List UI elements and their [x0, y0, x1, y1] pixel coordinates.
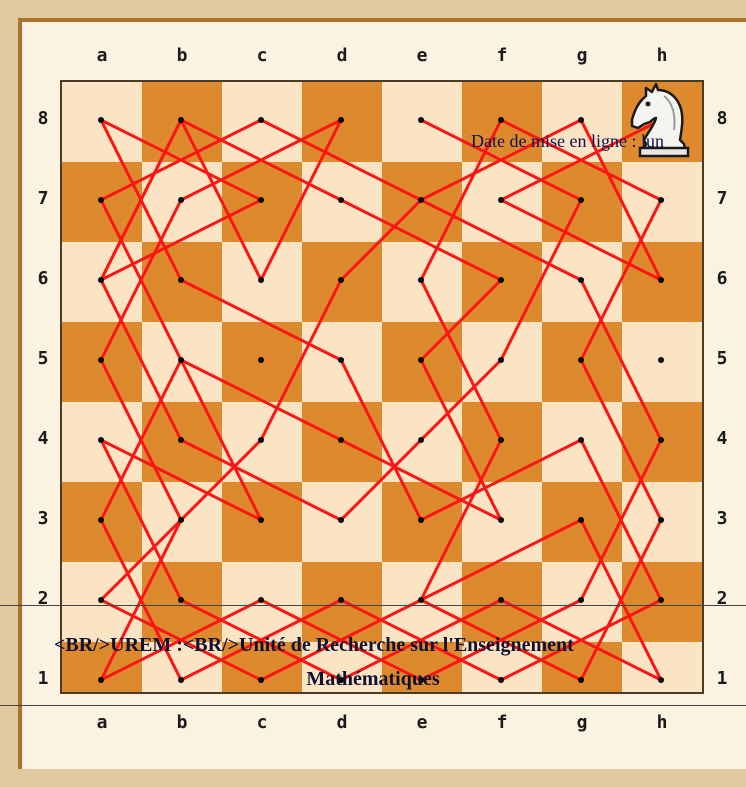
square-dot-a4	[98, 437, 104, 443]
square-dot-d4	[338, 437, 344, 443]
square-dot-e8	[418, 117, 424, 123]
square-dot-h5	[658, 357, 664, 363]
square-dot-c6	[258, 277, 264, 283]
knight-tour-diagram	[62, 82, 702, 692]
square-dot-f5	[498, 357, 504, 363]
square-dot-d2	[338, 597, 344, 603]
file-label-bottom-h: h	[652, 713, 672, 733]
square-dot-f7	[498, 197, 504, 203]
square-dot-f3	[498, 517, 504, 523]
rank-label-right-6: 6	[712, 269, 732, 289]
square-dot-g2	[578, 597, 584, 603]
square-dot-a8	[98, 117, 104, 123]
square-dot-g4	[578, 437, 584, 443]
square-dot-d6	[338, 277, 344, 283]
square-dot-e2	[418, 597, 424, 603]
rank-label-right-3: 3	[712, 509, 732, 529]
file-label-top-b: b	[172, 46, 192, 66]
square-dot-e3	[418, 517, 424, 523]
rank-label-right-1: 1	[712, 669, 732, 689]
square-dot-f4	[498, 437, 504, 443]
file-label-top-g: g	[572, 46, 592, 66]
square-dot-d8	[338, 117, 344, 123]
square-dot-d5	[338, 357, 344, 363]
square-dot-g8	[578, 117, 584, 123]
square-dot-b4	[178, 437, 184, 443]
square-dot-b7	[178, 197, 184, 203]
square-dot-a3	[98, 517, 104, 523]
square-dot-d3	[338, 517, 344, 523]
file-label-bottom-g: g	[572, 713, 592, 733]
publication-date-text: Date de mise en ligne : lun	[471, 131, 664, 151]
square-dot-b2	[178, 597, 184, 603]
square-dot-a2	[98, 597, 104, 603]
divider-line	[0, 605, 746, 606]
file-label-top-h: h	[652, 46, 672, 66]
rank-label-right-2: 2	[712, 589, 732, 609]
square-dot-c8	[258, 117, 264, 123]
rank-label-left-1: 1	[33, 669, 53, 689]
square-dot-h7	[658, 197, 664, 203]
square-dot-e6	[418, 277, 424, 283]
file-label-top-d: d	[332, 46, 352, 66]
square-dot-f2	[498, 597, 504, 603]
square-dot-b3	[178, 517, 184, 523]
file-label-bottom-a: a	[92, 713, 112, 733]
rank-label-left-6: 6	[33, 269, 53, 289]
square-dot-a5	[98, 357, 104, 363]
square-dot-b5	[178, 357, 184, 363]
square-dot-b6	[178, 277, 184, 283]
file-label-bottom-c: c	[252, 713, 272, 733]
rank-label-left-4: 4	[33, 429, 53, 449]
square-dot-h2	[658, 597, 664, 603]
rank-label-right-4: 4	[712, 429, 732, 449]
divider-line	[0, 705, 746, 706]
credit-subtitle: Mathématiques	[0, 668, 746, 690]
rank-label-left-2: 2	[33, 589, 53, 609]
square-dot-b8	[178, 117, 184, 123]
rank-label-left-3: 3	[33, 509, 53, 529]
file-label-top-a: a	[92, 46, 112, 66]
file-label-top-f: f	[492, 46, 512, 66]
square-dot-h4	[658, 437, 664, 443]
square-dot-h6	[658, 277, 664, 283]
file-label-top-c: c	[252, 46, 272, 66]
rank-label-right-5: 5	[712, 349, 732, 369]
square-dot-a6	[98, 277, 104, 283]
chessboard	[60, 80, 704, 694]
file-label-top-e: e	[412, 46, 432, 66]
square-dot-f6	[498, 277, 504, 283]
file-label-bottom-e: e	[412, 713, 432, 733]
square-dot-h3	[658, 517, 664, 523]
file-label-bottom-d: d	[332, 713, 352, 733]
file-label-bottom-b: b	[172, 713, 192, 733]
rank-label-left-5: 5	[33, 349, 53, 369]
square-dot-g7	[578, 197, 584, 203]
square-dot-e5	[418, 357, 424, 363]
square-dot-g5	[578, 357, 584, 363]
square-dot-c7	[258, 197, 264, 203]
square-dot-c2	[258, 597, 264, 603]
credit-title: <BR/>UREM :<BR/>Unité de Recherche sur l…	[54, 634, 574, 656]
square-dot-c4	[258, 437, 264, 443]
rank-label-left-7: 7	[33, 189, 53, 209]
square-dot-g3	[578, 517, 584, 523]
square-dot-a7	[98, 197, 104, 203]
rank-label-right-7: 7	[712, 189, 732, 209]
square-dot-f8	[498, 117, 504, 123]
square-dot-e7	[418, 197, 424, 203]
rank-label-left-8: 8	[33, 109, 53, 129]
square-dot-c5	[258, 357, 264, 363]
square-dot-g6	[578, 277, 584, 283]
square-dot-e4	[418, 437, 424, 443]
square-dot-c3	[258, 517, 264, 523]
square-dot-d7	[338, 197, 344, 203]
file-label-bottom-f: f	[492, 713, 512, 733]
rank-label-right-8: 8	[712, 109, 732, 129]
